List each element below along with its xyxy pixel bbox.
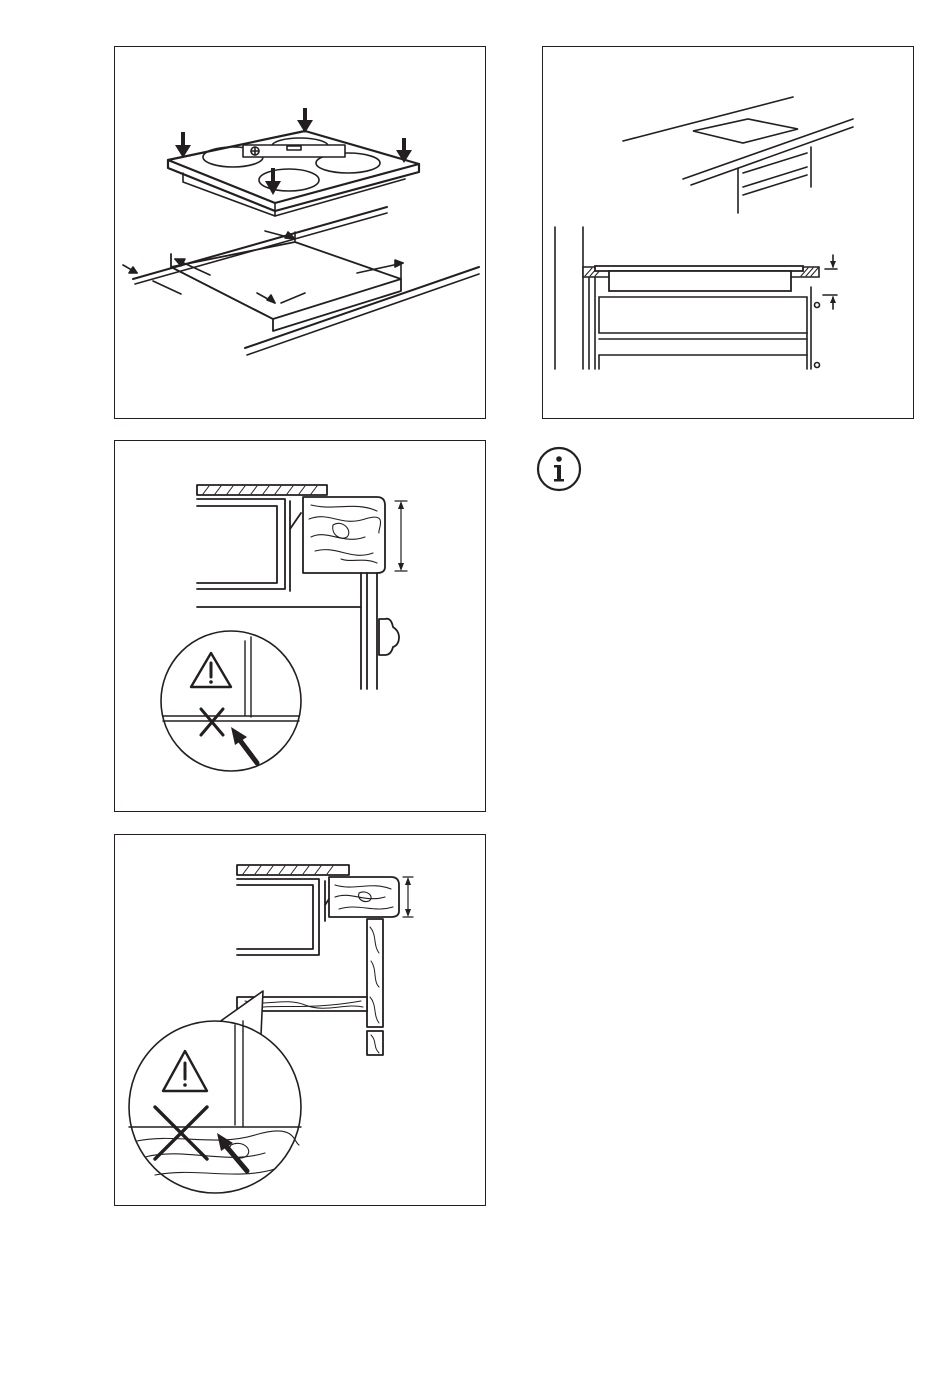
hob-side-section-drawing	[543, 47, 914, 419]
figure-wrong-installation-door	[114, 440, 486, 812]
wrong-installation-door-drawing	[115, 441, 486, 812]
figure-hob-side-section	[542, 46, 914, 419]
hob-installation-drawing	[115, 47, 486, 419]
info-icon	[536, 446, 582, 492]
figure-wrong-installation-shelf	[114, 834, 486, 1206]
wrong-installation-shelf-drawing	[115, 835, 486, 1206]
figure-hob-installation	[114, 46, 486, 419]
